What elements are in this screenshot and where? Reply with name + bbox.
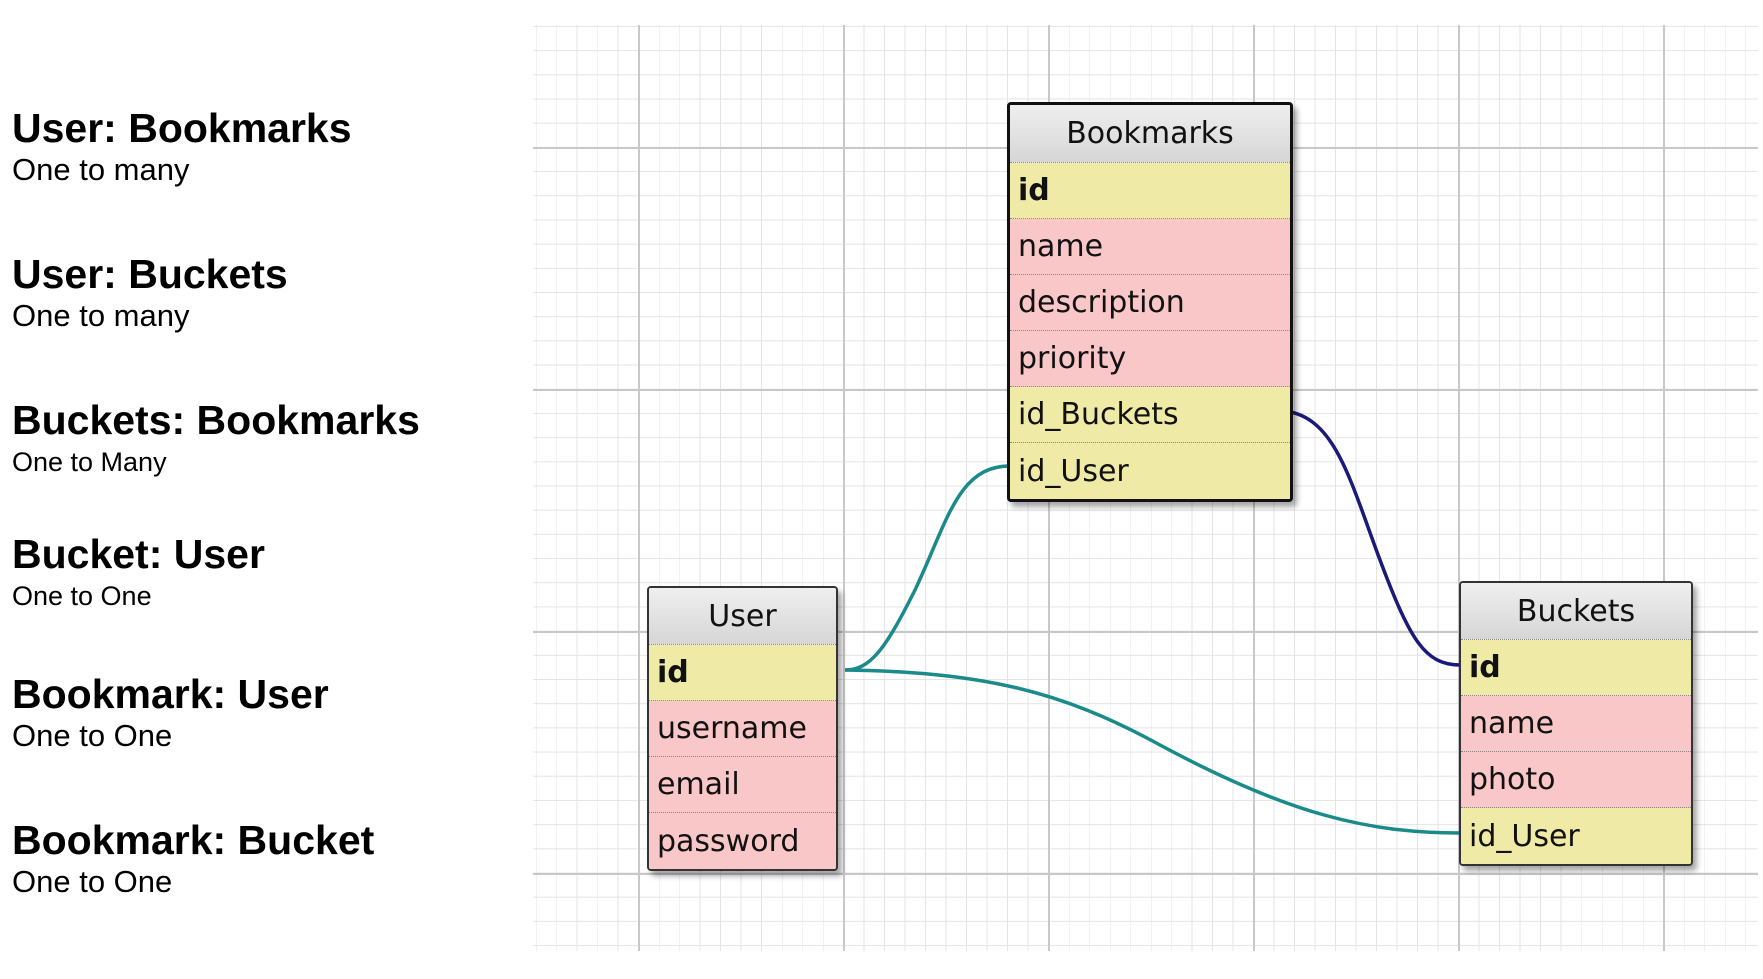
relationship-title: User: Bookmarks — [12, 105, 352, 151]
relationship-cardinality: One to One — [12, 581, 152, 611]
relationship-bucket-user: Bucket: User One to One — [12, 530, 265, 614]
field-row[interactable]: id — [1461, 640, 1691, 696]
relationship-list: User: Bookmarks One to many User: Bucket… — [12, 0, 512, 979]
table-header: User — [649, 588, 836, 645]
relationship-cardinality: One to many — [12, 152, 190, 187]
relationship-bookmark-user: Bookmark: User One to One — [12, 670, 329, 754]
field-row[interactable]: email — [649, 757, 836, 813]
field-row[interactable]: description — [1010, 275, 1290, 331]
relationship-cardinality: One to many — [12, 298, 190, 333]
relationship-title: Bucket: User — [12, 531, 265, 577]
relationship-title: Buckets: Bookmarks — [12, 397, 420, 443]
field-row[interactable]: password — [649, 813, 836, 869]
table-user[interactable]: User id username email password — [647, 586, 838, 871]
relationship-user-bookmarks: User: Bookmarks One to many — [12, 104, 352, 188]
table-buckets[interactable]: Buckets id name photo id_User — [1459, 581, 1693, 866]
relationship-cardinality: One to One — [12, 718, 173, 753]
field-row[interactable]: id_User — [1461, 808, 1691, 864]
relationship-title: Bookmark: Bucket — [12, 817, 375, 863]
table-bookmarks[interactable]: Bookmarks id name description priority i… — [1007, 102, 1293, 502]
table-header: Buckets — [1461, 583, 1691, 640]
field-row[interactable]: id_Buckets — [1010, 387, 1290, 443]
relationship-title: Bookmark: User — [12, 671, 329, 717]
field-row[interactable]: id_User — [1010, 443, 1290, 499]
field-row[interactable]: name — [1010, 219, 1290, 275]
relationship-user-buckets: User: Buckets One to many — [12, 250, 288, 334]
relationship-bookmark-bucket: Bookmark: Bucket One to One — [12, 816, 374, 900]
relationship-cardinality: One to Many — [12, 447, 167, 477]
field-row[interactable]: id — [649, 645, 836, 701]
field-row[interactable]: photo — [1461, 752, 1691, 808]
field-row[interactable]: id — [1010, 163, 1290, 219]
field-row[interactable]: priority — [1010, 331, 1290, 387]
table-header: Bookmarks — [1010, 105, 1290, 163]
field-row[interactable]: username — [649, 701, 836, 757]
relationship-cardinality: One to One — [12, 864, 173, 899]
relationship-buckets-bookmarks: Buckets: Bookmarks One to Many — [12, 396, 420, 480]
field-row[interactable]: name — [1461, 696, 1691, 752]
relationship-title: User: Buckets — [12, 251, 288, 297]
